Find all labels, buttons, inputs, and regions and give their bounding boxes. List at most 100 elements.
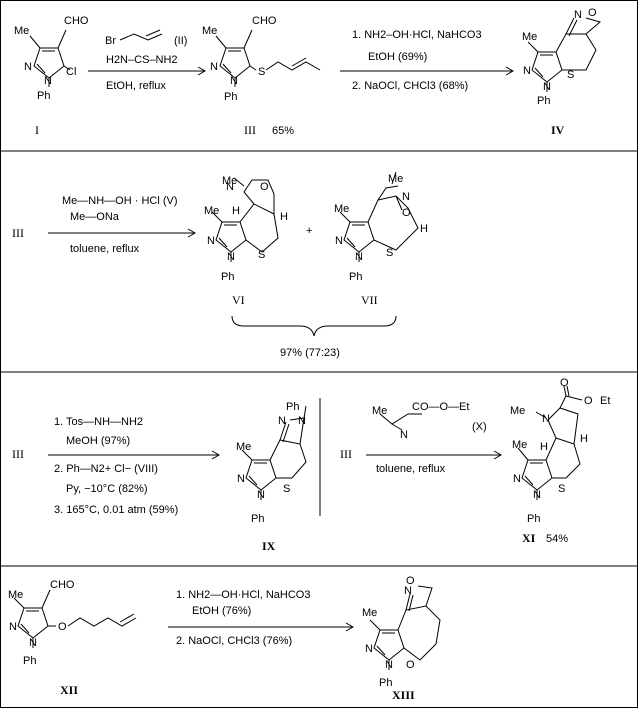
step-1b: EtOH (69%): [368, 51, 427, 63]
atom-s: S: [386, 247, 393, 259]
atom-et: Et: [600, 395, 610, 407]
atom-n: N: [523, 65, 531, 77]
atom-h: H: [580, 433, 588, 445]
atom-n: N: [574, 9, 582, 21]
label-III: III: [244, 123, 256, 137]
atom-h: H: [540, 441, 548, 453]
atom-me: Me: [334, 203, 349, 215]
atom-n: N: [298, 415, 306, 427]
atom-me: Me: [388, 173, 403, 185]
atom-n: N: [402, 191, 410, 203]
reaction-XII-to-XIII: 1. NH2—OH·HCl, NaHCO3 EtOH (76%) 2. NaOC…: [168, 589, 355, 647]
compound-XII: CHO Me O N N Ph XII: [8, 579, 137, 697]
atom-n: N: [385, 659, 393, 671]
atom-n: N: [24, 61, 32, 73]
label-IX: IX: [262, 539, 276, 553]
atom-n: N: [335, 235, 343, 247]
compound-XI: O O Et Me N Me H H S N N Ph XI 54%: [510, 377, 610, 545]
yield-XI: 54%: [546, 533, 568, 545]
atom-br: Br: [105, 35, 116, 47]
yield-VI-VII: 97% (77:23): [280, 347, 340, 359]
brace: [231, 315, 397, 337]
step-2: 2. NaOCl, CHCl3 (68%): [352, 80, 468, 92]
ester-group: CO—O—Et: [412, 401, 469, 413]
atom-n: N: [237, 473, 245, 485]
reaction-III-to-IX: III 1. Tos—NH—NH2 MeOH (97%) 2. Ph—N2+ C…: [12, 416, 221, 516]
label-VI: VI: [232, 293, 245, 307]
atom-n: N: [365, 643, 373, 655]
cond-1: EtOH, reflux: [106, 80, 166, 92]
atom-me: Me: [202, 25, 217, 37]
reagent-X: (X): [472, 421, 487, 433]
atom-o: O: [260, 181, 269, 193]
atom-ph: Ph: [537, 95, 550, 107]
atom-me: Me: [522, 31, 537, 43]
start-III: III: [12, 226, 24, 240]
atom-n: N: [9, 621, 17, 633]
step-1b: EtOH (76%): [192, 605, 251, 617]
atom-n: N: [533, 489, 541, 501]
atom-o: O: [406, 575, 415, 587]
step-1: 1. NH2—OH·HCl, NaHCO3: [176, 589, 310, 601]
reagent-II: (II): [174, 35, 187, 47]
atom-ph: Ph: [379, 677, 392, 689]
atom-ph: Ph: [23, 655, 36, 667]
atom-n: N: [355, 251, 363, 263]
atom-n: N: [226, 181, 234, 193]
atom-ph: Ph: [224, 91, 237, 103]
atom-n: N: [278, 415, 286, 427]
atom-s: S: [258, 249, 265, 261]
atom-ph: Ph: [37, 90, 50, 102]
reagent-base: Me—ONa: [70, 211, 120, 223]
step-3: 3. 165°C, 0.01 atm (59%): [54, 504, 178, 516]
atom-me: Me: [8, 589, 23, 601]
label-XI: XI: [522, 531, 536, 545]
atom-me: Me: [236, 441, 251, 453]
atom-h: H: [280, 211, 288, 223]
atom-o: O: [58, 621, 67, 633]
atom-h: H: [420, 223, 428, 235]
atom-n: N: [29, 637, 37, 649]
atom-s: S: [283, 483, 290, 495]
atom-o: O: [406, 659, 415, 671]
atom-o: O: [560, 377, 569, 389]
compound-IX: N N Ph Me S N N Ph IX: [236, 401, 307, 553]
label-VII: VII: [361, 293, 378, 307]
compound-I: CHO Me Cl N N Ph I: [14, 15, 89, 137]
label-I: I: [35, 123, 39, 137]
label-IV: IV: [551, 123, 565, 137]
atom-cho: CHO: [252, 15, 277, 27]
step-2b: Py, −10°C (82%): [66, 483, 148, 495]
reaction-III-to-XI: III Me N CO—O—Et (X) toluene, reflux: [340, 401, 503, 475]
atom-cl: Cl: [66, 66, 76, 78]
atom-n: N: [404, 585, 412, 597]
label-XII: XII: [60, 683, 78, 697]
atom-me: Me: [14, 25, 29, 37]
step-1b: MeOH (97%): [66, 435, 130, 447]
atom-h: H: [232, 205, 240, 217]
compound-VII: Me N O H Me S N N Ph VII: [334, 171, 428, 307]
atom-ph: Ph: [349, 271, 362, 283]
reaction-III-to-IV: 1. NH2–OH·HCl, NaHCO3 EtOH (69%) 2. NaOC…: [340, 29, 515, 92]
atom-n: N: [227, 251, 235, 263]
atom-s: S: [558, 483, 565, 495]
reagent-thiourea: H2N–CS–NH2: [106, 54, 178, 66]
atom-n: N: [513, 473, 521, 485]
atom-me: Me: [204, 205, 219, 217]
start-III-b: III: [340, 447, 352, 461]
compound-XIII: N O Me O N N Ph XIII: [362, 575, 441, 702]
atom-n: N: [44, 75, 52, 87]
compound-IV: N O Me S N N Ph IV: [522, 7, 602, 137]
atom-me: Me: [512, 439, 527, 451]
label-XIII: XIII: [392, 688, 415, 702]
atom-n: N: [230, 75, 238, 87]
reaction-III-to-VI-VII: III Me—NH—OH · HCl (V) Me—ONa toluene, r…: [12, 195, 197, 255]
atom-cho: CHO: [64, 15, 89, 27]
atom-o: O: [584, 395, 593, 407]
atom-ph: Ph: [221, 271, 234, 283]
atom-s: S: [258, 66, 265, 78]
reaction-I-to-III: Br (II) H2N–CS–NH2 EtOH, reflux: [88, 29, 207, 92]
atom-n: N: [207, 235, 215, 247]
